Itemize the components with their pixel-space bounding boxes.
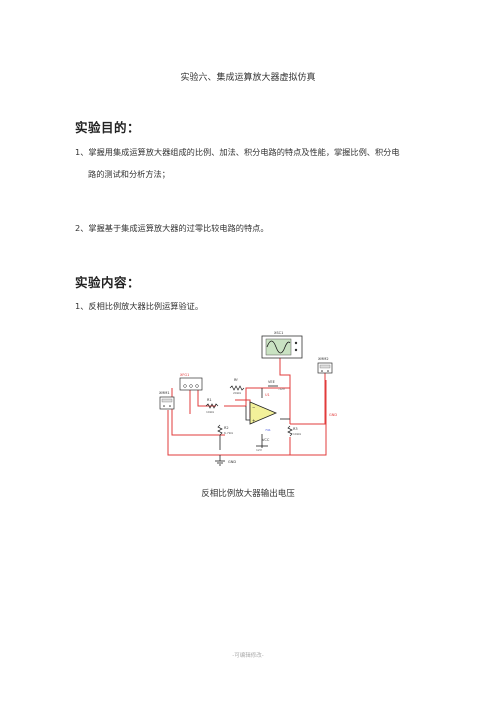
power-vee: VEE -12V [268, 380, 286, 391]
purpose-item-1-line2: 路的测试和分析方法； [88, 169, 170, 179]
purpose-item-2: 2、掌握基于集成运算放大器的过零比较电路的特点。 [75, 223, 269, 233]
function-generator-xfg1: XFG1 [179, 373, 203, 391]
resistor-r3: R3 10kΩ [287, 425, 302, 437]
label-xmm2: XMM2 [318, 357, 329, 361]
content-item-1: 1、反相比例放大器比例运算验证。 [75, 301, 204, 311]
resistor-r2: R2 6.7kΩ [217, 424, 234, 436]
label-r2-val: 6.7kΩ [224, 431, 234, 435]
resistor-r1: R1 10kΩ [205, 398, 219, 414]
wire-set-black [219, 388, 290, 450]
page-footer: -可编辑修改- [232, 653, 264, 659]
label-gnd: GND [228, 460, 236, 464]
svg-text:−: − [252, 405, 255, 410]
power-vcc: VCC 12V [256, 438, 270, 452]
label-rf: Rf [234, 378, 238, 382]
label-r1-val: 10kΩ [206, 410, 215, 414]
multimeter-xmm1: XMM1 [159, 391, 175, 410]
opamp-u1: − + U1 741 [249, 393, 278, 432]
figure-caption: 反相比例放大器输出电压 [201, 489, 295, 499]
label-r3: R3 [293, 427, 298, 431]
label-r1: R1 [207, 398, 212, 402]
label-opamp: 741 [265, 428, 271, 432]
label-xsc1: XSC1 [274, 331, 283, 335]
circuit-schematic: XSC1 XMM2 XMM1 XFG1 Rf 20kΩ VEE -12V [159, 331, 337, 466]
section-heading-content: 实验内容： [75, 275, 141, 290]
resistor-rf: Rf 20kΩ [229, 378, 245, 395]
svg-text:+: + [252, 418, 255, 423]
label-vee-val: -12V [278, 387, 286, 391]
label-rf-val: 20kΩ [233, 391, 242, 395]
ground-symbol: GND [215, 455, 236, 466]
label-r2: R2 [224, 426, 229, 430]
multimeter-xmm2: XMM2 [317, 357, 333, 374]
label-xmm1: XMM1 [159, 391, 170, 395]
label-xfg1: XFG1 [180, 373, 189, 377]
label-vee: VEE [268, 380, 275, 384]
purpose-item-1-line1: 1、掌握用集成运算放大器组成的比例、加法、积分电路的特点及性能，掌握比例、积分电 [75, 147, 400, 157]
label-vcc: VCC [262, 438, 270, 442]
document-title: 实验六、集成运算放大器虚拟仿真 [180, 73, 316, 83]
oscilloscope-xsc1: XSC1 [261, 331, 303, 359]
label-vcc-val: 12V [256, 448, 263, 452]
section-heading-purpose: 实验目的： [75, 120, 141, 135]
label-gnd-side: GND [329, 413, 337, 417]
label-r3-val: 10kΩ [293, 432, 302, 436]
label-u1: U1 [265, 393, 270, 397]
wire-set-red [167, 357, 327, 456]
